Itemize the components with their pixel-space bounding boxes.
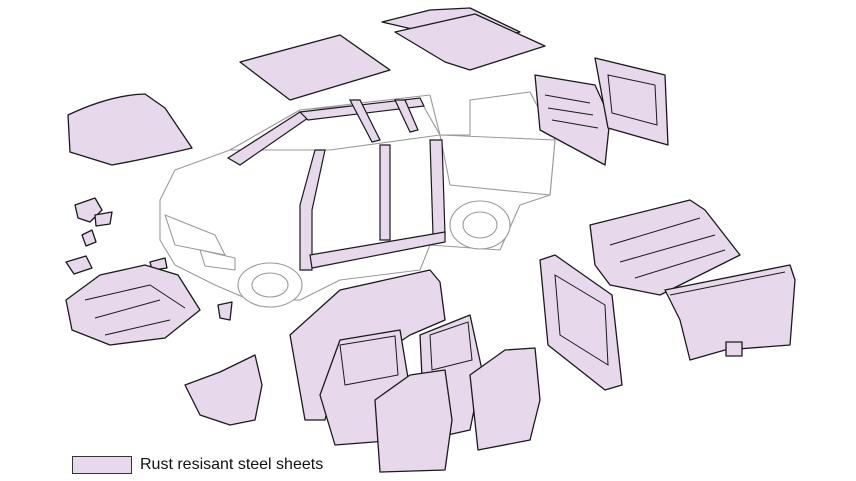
small-brackets xyxy=(65,197,233,321)
front-fender xyxy=(184,354,263,426)
legend-swatch xyxy=(72,456,132,474)
fuel-lid xyxy=(725,341,743,357)
bed-side-outer xyxy=(664,264,796,361)
rear-cab-panel-front xyxy=(534,74,611,166)
bed-top-panel-lower xyxy=(394,13,546,71)
cowl-panel xyxy=(65,264,201,346)
truck-body xyxy=(159,91,556,308)
hood-panel xyxy=(67,93,193,166)
legend: Rust resisant steel sheets xyxy=(72,455,323,475)
cab-frame xyxy=(226,97,446,271)
legend-label: Rust resisant steel sheets xyxy=(140,456,324,473)
bed-side-inner xyxy=(539,254,623,391)
rear-door-outer xyxy=(469,347,541,451)
bed-floor xyxy=(589,199,741,296)
roof-panel xyxy=(239,34,391,101)
front-door-outer xyxy=(374,369,453,473)
